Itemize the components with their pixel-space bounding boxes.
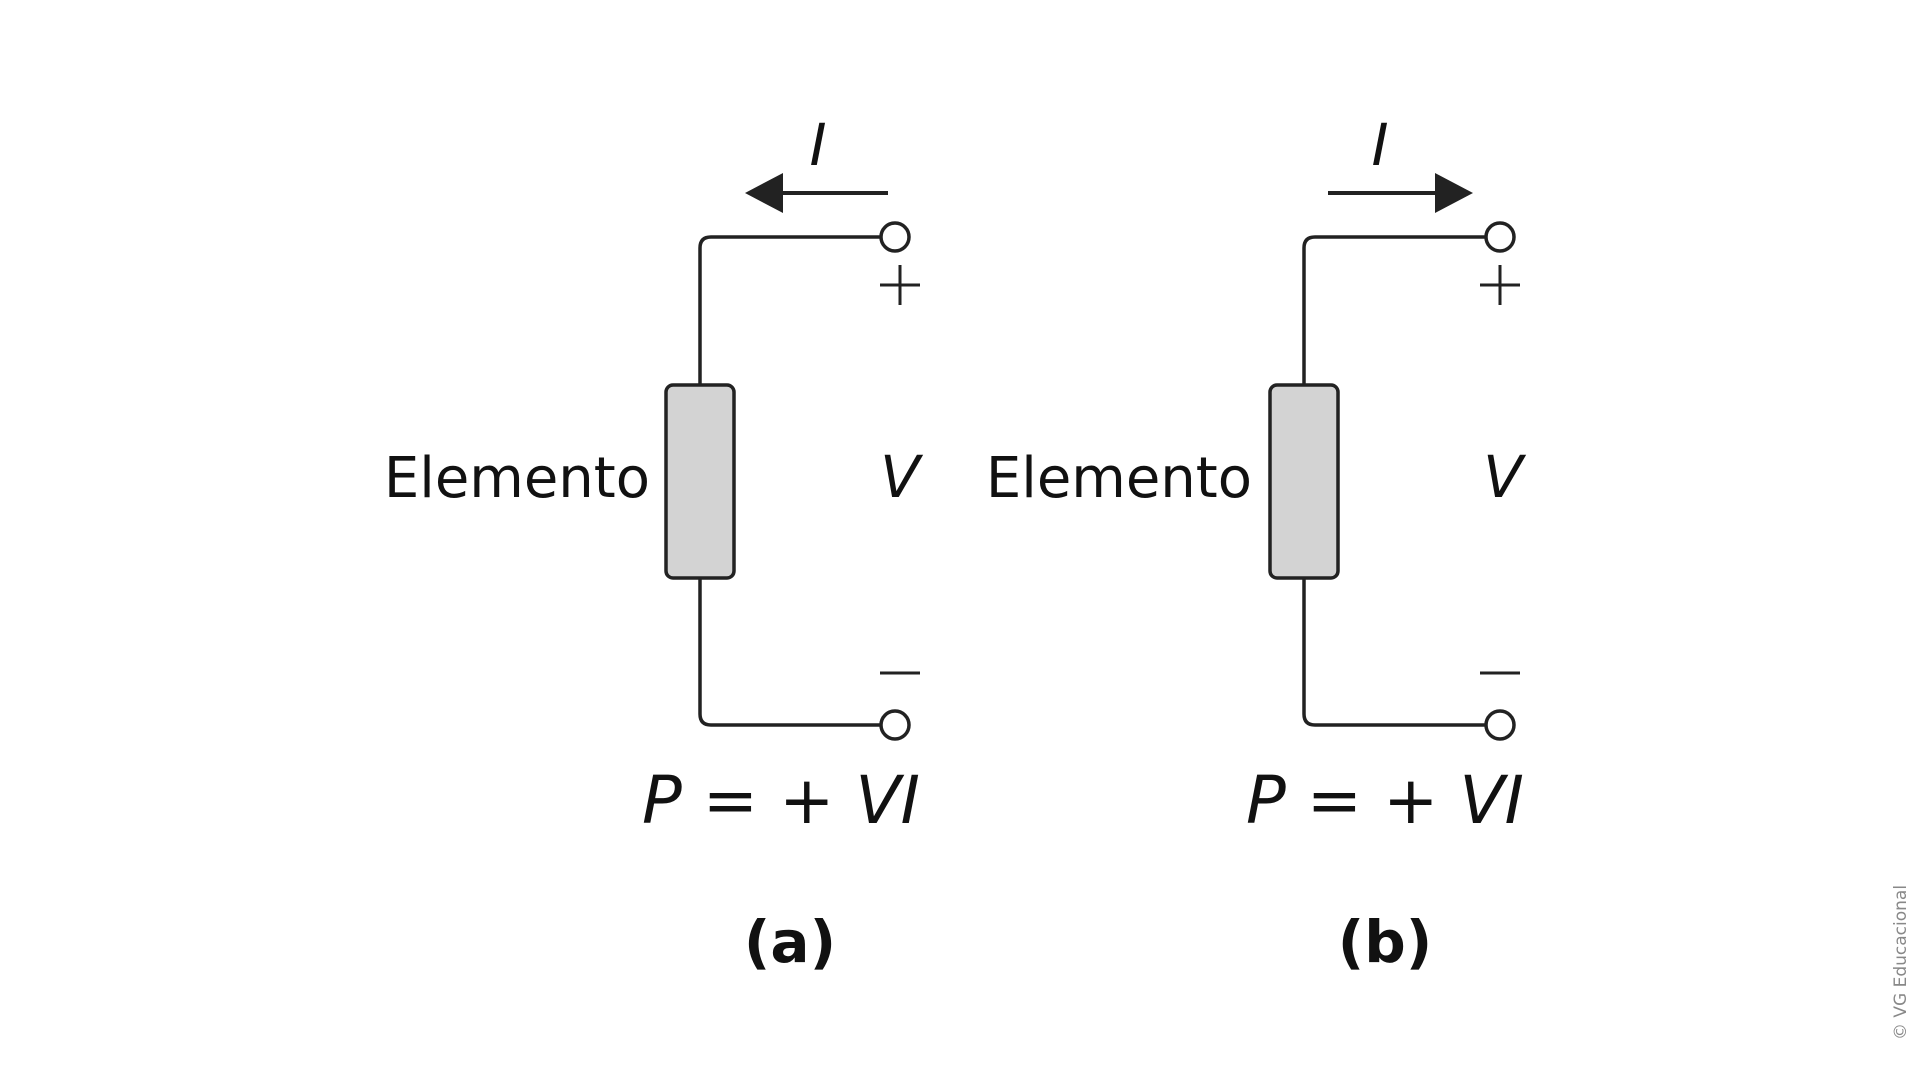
panel-b-terminal-top bbox=[1484, 221, 1516, 253]
panel-b: I Elemento V P = + VI (b) bbox=[986, 111, 1527, 976]
panel-a-element bbox=[664, 383, 736, 580]
panel-b-bottom-wire bbox=[1302, 576, 1488, 727]
panel-a-top-wire bbox=[698, 235, 883, 387]
panel-a-plus-sign bbox=[880, 265, 920, 305]
credit-label: © VG Educacional bbox=[1891, 885, 1911, 1040]
panel-b-terminal-bottom bbox=[1484, 709, 1516, 741]
panel-a-terminal-bottom bbox=[879, 709, 911, 741]
panel-a-terminal-top bbox=[879, 221, 911, 253]
panel-a-current-label: I bbox=[809, 111, 826, 179]
panel-b-top-wire bbox=[1302, 235, 1488, 387]
panel-a-current-arrow bbox=[745, 173, 888, 213]
panel-b-element-label: Elemento bbox=[986, 446, 1252, 511]
panel-b-current-arrow bbox=[1328, 173, 1473, 213]
panel-b-current-label: I bbox=[1371, 111, 1388, 179]
panel-b-power-equation: P = + VI bbox=[1246, 762, 1524, 839]
panel-b-voltage-label: V bbox=[1483, 443, 1527, 511]
panel-b-element bbox=[1268, 383, 1340, 580]
panel-a-bottom-wire bbox=[698, 576, 883, 727]
panel-b-label: (b) bbox=[1338, 908, 1433, 976]
panel-b-plus-sign bbox=[1480, 265, 1520, 305]
panel-a-label: (a) bbox=[744, 908, 836, 976]
panel-a-element-label: Elemento bbox=[384, 446, 650, 511]
panel-a: I Elemento V P = + VI (a) bbox=[384, 111, 924, 976]
panel-a-power-equation: P = + VI bbox=[642, 762, 920, 839]
panel-a-voltage-label: V bbox=[880, 443, 924, 511]
